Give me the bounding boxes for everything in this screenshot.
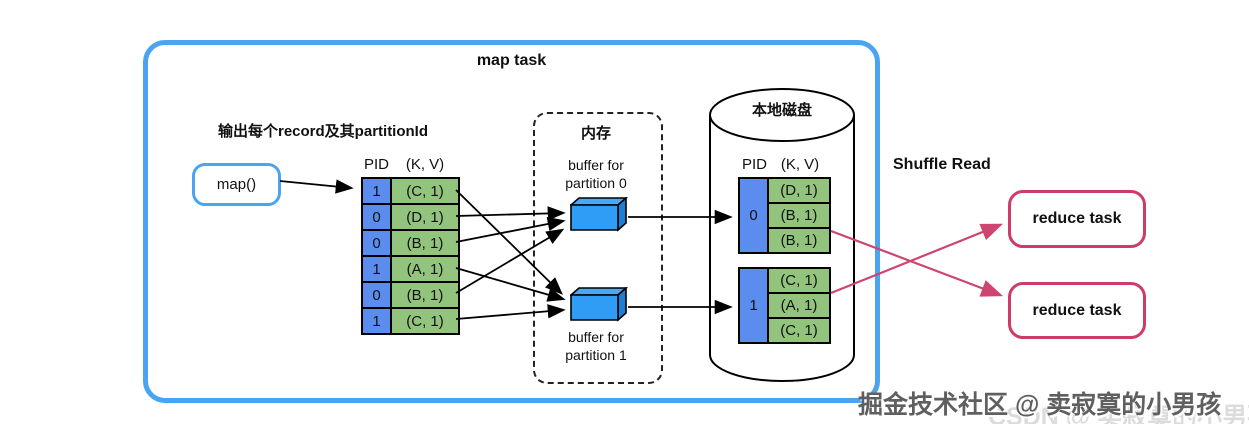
disk-partition-0-table: 0 (D, 1) (B, 1) (B, 1)	[738, 177, 831, 254]
output-record-label: 输出每个record及其partitionId	[218, 123, 429, 140]
pid-header: PID	[363, 156, 389, 173]
pid-cell: 0	[363, 205, 390, 229]
record-table: 1 (C, 1) 0 (D, 1) 0 (B, 1) 1 (A, 1) 0 (B…	[361, 177, 460, 335]
pid-cell: 1	[363, 179, 390, 203]
pid-cell: 1	[363, 309, 390, 333]
kv-header: (K, V)	[405, 156, 445, 173]
watermark-main: 掘金技术社区 @ 卖寂寞的小男孩	[858, 391, 1222, 419]
disk-kv-cell: (C, 1)	[769, 269, 829, 292]
disk-pid-cell: 1	[740, 269, 767, 342]
kv-cell: (D, 1)	[392, 205, 458, 229]
disk-kv-cell: (C, 1)	[769, 319, 829, 342]
kv-cell: (C, 1)	[392, 309, 458, 333]
memory-title: 内存	[580, 125, 611, 142]
disk-partition-1-table: 1 (C, 1) (A, 1) (C, 1)	[738, 267, 831, 344]
map-table-header: PID (K, V)	[361, 156, 458, 173]
map-function-node: map()	[192, 163, 281, 206]
buffer-box-0	[570, 197, 628, 232]
map-task-title: map task	[476, 52, 547, 69]
kv-cell: (B, 1)	[392, 283, 458, 307]
disk-table-header: PID (K, V)	[739, 156, 830, 173]
buffer0-label: buffer for partition 0	[565, 157, 627, 191]
watermark-ghost: CSDN @ 卖寂寞的小男孩	[988, 403, 1249, 424]
reduce-task-1: reduce task	[1008, 282, 1146, 339]
pid-cell: 1	[363, 257, 390, 281]
pid-cell: 0	[363, 231, 390, 255]
disk-kv-cell: (B, 1)	[769, 229, 829, 252]
kv-cell: (B, 1)	[392, 231, 458, 255]
buffer1-label: buffer for partition 1	[565, 329, 627, 363]
kv-cell: (C, 1)	[392, 179, 458, 203]
local-disk-title: 本地磁盘	[751, 102, 812, 119]
disk-kv-cell: (A, 1)	[769, 294, 829, 317]
map-function-label: map()	[216, 176, 257, 193]
kv-cell: (A, 1)	[392, 257, 458, 281]
buffer-box-1	[570, 287, 628, 322]
disk-pid-cell: 0	[740, 179, 767, 252]
shuffle-read-label: Shuffle Read	[893, 156, 991, 173]
pid-cell: 0	[363, 283, 390, 307]
kv-header: (K, V)	[780, 156, 820, 173]
pid-header: PID	[741, 156, 767, 173]
disk-kv-cell: (D, 1)	[769, 179, 829, 202]
reduce-task-0: reduce task	[1008, 190, 1146, 248]
disk-kv-cell: (B, 1)	[769, 204, 829, 227]
